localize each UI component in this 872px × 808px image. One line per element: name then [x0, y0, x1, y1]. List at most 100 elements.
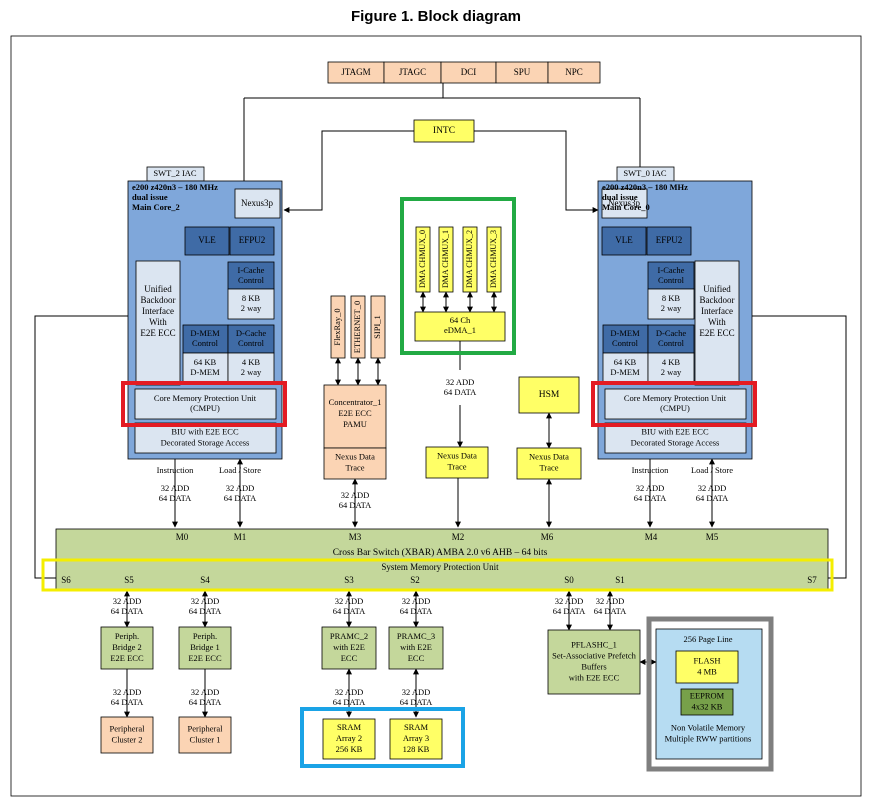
- master-label-m1: M1: [234, 532, 247, 542]
- periph-bridge-text-1-line-1: Bridge 1: [190, 642, 220, 652]
- right-core-cmpu-text-line-0: Core Memory Protection Unit: [624, 393, 727, 403]
- left-core-dcache-size-text-line-0: 4 KB: [242, 357, 261, 367]
- pflash-text-line-3: with E2E ECC: [569, 672, 620, 682]
- right-core-dcache-ctrl-text-line-0: D-Cache: [656, 328, 686, 338]
- right-core-backdoor-text-line-2: Interface: [701, 306, 733, 316]
- right-core-dmem-ctrl: [602, 324, 649, 354]
- left-core-backdoor-text-line-2: Interface: [142, 306, 174, 316]
- left-core-backdoor-text-line-3: With: [149, 317, 167, 327]
- xbar-label: Cross Bar Switch (XBAR) AMBA 2.0 v6 AHB …: [333, 547, 548, 558]
- master-label-m0: M0: [176, 532, 189, 542]
- left-core-icache-ctrl-text-line-0: I-Cache: [238, 265, 265, 275]
- left-core-nexus: [234, 188, 281, 219]
- m3-add-data-line-1: 64 DATA: [339, 500, 372, 510]
- m3-add-data-line-0: 32 ADD: [341, 490, 370, 500]
- pramc-text-1-line-1: with E2E: [400, 642, 432, 652]
- left-core-title-line-2: Main Core_2: [132, 202, 180, 212]
- left-core-vle-label: VLE: [198, 235, 216, 245]
- right-m5-add-data-line-0: 32 ADD: [698, 483, 727, 493]
- bridge-add-data-top-1-line-0: 32 ADD: [191, 596, 220, 606]
- right-core-dmem-ctrl-text-line-1: Control: [612, 338, 639, 348]
- debug-block-label-3: SPU: [514, 67, 531, 77]
- highlight-gray-nvm: [646, 616, 774, 772]
- left-m1-add-data-line-1: 64 DATA: [224, 493, 257, 503]
- right-core-cmpu: [604, 388, 747, 420]
- left-core-icache-size-text-line-0: 8 KB: [242, 293, 261, 303]
- right-core-dmem-size-text-line-0: 64 KB: [614, 357, 637, 367]
- pramc-add-data-top-0-line-1: 64 DATA: [333, 606, 366, 616]
- sram-text-0-line-1: Array 2: [336, 733, 362, 743]
- periph-bridge-1: [178, 626, 232, 670]
- right-core-title-line-0: e200 z420n3 – 180 MHz: [602, 182, 688, 192]
- debug-block-label-0: JTAGM: [341, 67, 370, 77]
- dma-chmux-1: [438, 226, 454, 293]
- slave-label-s3: S3: [344, 575, 354, 585]
- left-core-backdoor: [135, 260, 181, 386]
- slave-label-s7: S7: [807, 575, 817, 585]
- right-core-backdoor-text-line-0: Unified: [703, 284, 731, 294]
- right-core-swt-label: SWT_0 IAC: [623, 168, 667, 178]
- left-core-icache-ctrl: [227, 261, 275, 290]
- right-core-efpu: [646, 226, 692, 256]
- highlight-red-left-cmpu: [121, 381, 287, 427]
- sram-text-0-line-2: 256 KB: [336, 744, 363, 754]
- pramc-text-0-line-0: PRAMC_2: [330, 631, 368, 641]
- pflash-add-data-s1-line-1: 64 DATA: [594, 606, 627, 616]
- periph-sipi_1: [370, 295, 386, 359]
- dma-chmux-label-0: DMA CHMUX_0: [418, 230, 427, 288]
- pramc-text-1-line-0: PRAMC_3: [397, 631, 435, 641]
- slave-label-s0: S0: [564, 575, 574, 585]
- right-core-icache-size-text-line-1: 2 way: [661, 303, 682, 313]
- bridge-add-data-bottom-1-line-0: 32 ADD: [191, 687, 220, 697]
- bridge-add-data-bottom-0-line-0: 32 ADD: [113, 687, 142, 697]
- dma-chmux-2: [462, 226, 478, 293]
- pramc-block-0: [321, 626, 377, 670]
- periph-label-2: SIPI_1: [372, 315, 382, 339]
- left-core-dcache-ctrl: [227, 324, 275, 354]
- right-core-nexus-label: Nexus3p: [608, 198, 640, 208]
- sram-text-1-line-2: 128 KB: [403, 744, 430, 754]
- pflash-add-data-s0-line-1: 64 DATA: [553, 606, 586, 616]
- left-core-title-line-0: e200 z420n3 – 180 MHz: [132, 182, 218, 192]
- peripheral-cluster-text-1-line-0: Peripheral: [188, 723, 224, 733]
- right-core-backdoor-text-line-3: With: [708, 317, 726, 327]
- master-label-m6: M6: [541, 532, 554, 542]
- periph-bridge-text-1-line-2: E2E ECC: [188, 653, 222, 663]
- debug-block-npc: [547, 61, 601, 84]
- peripheral-cluster-text-0-line-0: Peripheral: [110, 723, 146, 733]
- hsm-trace: [516, 447, 582, 480]
- dma-chmux-label-2: DMA CHMUX_2: [465, 230, 474, 288]
- master-label-m3: M3: [349, 532, 362, 542]
- pflash-add-data-s0-line-0: 32 ADD: [555, 596, 584, 606]
- dma-chmux-3: [486, 226, 502, 293]
- left-instr-label: Instruction: [157, 465, 195, 475]
- left-core-dmem-size-text-line-1: D-MEM: [190, 367, 220, 377]
- concentrator-text-line-2: PAMU: [343, 419, 367, 429]
- master-label-m2: M2: [452, 532, 465, 542]
- pramc-add-data-bottom-1-line-0: 32 ADD: [402, 687, 431, 697]
- left-ls-label: Load / Store: [219, 465, 261, 475]
- left-core-backdoor-text-line-4: E2E ECC: [140, 328, 175, 338]
- edma-text-line-1: eDMA_1: [444, 325, 476, 335]
- left-core-backdoor-text-line-1: Backdoor: [141, 295, 176, 305]
- highlight-yellow-smpu: [41, 558, 834, 592]
- eeprom-text-line-1: 4x32 KB: [692, 701, 723, 711]
- right-core-dcache-ctrl-text-line-1: Control: [658, 338, 685, 348]
- edma-text-line-0: 64 Ch: [450, 315, 471, 325]
- edma-trace-text-line-0: Nexus Data: [437, 450, 477, 460]
- right-m4-add-data-line-1: 64 DATA: [634, 493, 667, 503]
- left-core-icache-ctrl-text-line-1: Control: [238, 275, 265, 285]
- pramc-text-0-line-2: ECC: [341, 653, 358, 663]
- intc-label: INTC: [433, 126, 455, 136]
- figure-title: Figure 1. Block diagram: [350, 8, 522, 25]
- right-core-icache-ctrl-text-line-1: Control: [658, 275, 685, 285]
- pramc-text-1-line-2: ECC: [408, 653, 425, 663]
- edma-trace-text-line-1: Trace: [447, 461, 466, 471]
- right-core-vle-label: VLE: [615, 235, 633, 245]
- m2-add-data-line-1: 64 DATA: [444, 387, 477, 397]
- left-core-biu-text-line-0: BIU with E2E ECC: [171, 426, 239, 436]
- bridge-add-data-top-0-line-0: 32 ADD: [113, 596, 142, 606]
- periph-label-0: FlexRay_0: [332, 308, 342, 345]
- bridge-add-data-bottom-1-line-1: 64 DATA: [189, 697, 222, 707]
